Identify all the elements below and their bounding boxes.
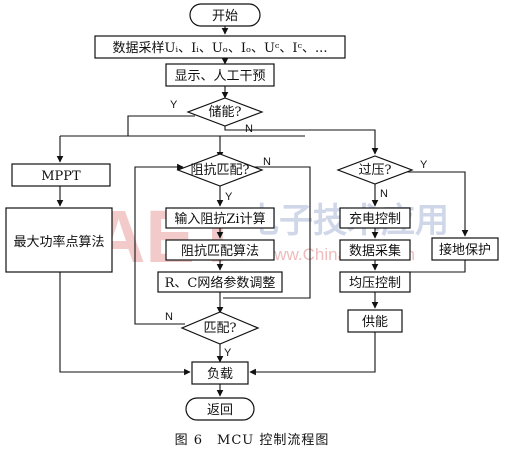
mppt-label: MPPT [41, 169, 81, 184]
node-max-power-algo: 最大功率点算法 [5, 207, 113, 273]
impedance-decision-label: 阻抗匹配? [191, 163, 250, 178]
node-display: 显示、人工干预 [165, 63, 275, 87]
node-load: 负载 [191, 361, 249, 385]
match-decision-label: 匹配? [204, 321, 237, 336]
node-match-decision: 匹配? [180, 311, 260, 345]
match-yes-label: Y [224, 347, 232, 359]
impedance-yes-label: Y [225, 191, 233, 203]
node-balance-control: 均压控制 [339, 271, 411, 293]
overvoltage-no-label: N [380, 188, 388, 200]
node-data-collect: 数据采集 [339, 239, 411, 261]
data-collect-label: 数据采集 [349, 243, 401, 259]
node-storage-decision: 储能? [186, 97, 264, 127]
matching-algo-label: 阻抗匹配算法 [181, 244, 259, 259]
rc-adjust-label: R、C网络参数调整 [165, 275, 276, 291]
node-rc-adjust: R、C网络参数调整 [157, 271, 283, 293]
storage-decision-label: 储能? [209, 105, 242, 120]
node-start: 开始 [189, 3, 261, 27]
start-label: 开始 [212, 9, 238, 24]
input-impedance-label: 输入阻抗Zi计算 [174, 211, 265, 227]
power-supply-label: 供能 [362, 315, 388, 330]
node-mppt: MPPT [11, 163, 111, 187]
overvoltage-decision-label: 过压? [359, 163, 392, 178]
display-label: 显示、人工干预 [174, 69, 265, 84]
node-power-supply: 供能 [347, 309, 403, 333]
node-overvoltage-decision: 过压? [336, 155, 414, 185]
load-label: 负载 [207, 367, 233, 382]
connectors [56, 26, 469, 397]
sampling-label: 数据采样Uᵢ、Iᵢ、Uₒ、Iₒ、Uᶜ、Iᶜ、... [113, 41, 328, 56]
max-power-algo-label: 最大功率点算法 [13, 234, 104, 250]
node-charge-control: 充电控制 [339, 207, 411, 229]
match-no-label: N [165, 311, 173, 323]
charge-control-label: 充电控制 [349, 211, 401, 227]
ground-protect-label: 接地保护 [439, 242, 491, 258]
overvoltage-yes-label: Y [420, 159, 428, 171]
balance-control-label: 均压控制 [349, 276, 401, 291]
node-impedance-decision: 阻抗匹配? [176, 153, 264, 187]
return-label: 返回 [207, 403, 233, 418]
storage-yes-label: Y [170, 99, 178, 111]
storage-no-label: N [245, 123, 253, 135]
node-matching-algo: 阻抗匹配算法 [165, 239, 275, 261]
figure-caption: 图 6 MCU 控制流程图 [175, 433, 330, 448]
node-return: 返回 [185, 397, 255, 421]
node-ground-protect: 接地保护 [431, 237, 499, 261]
node-sampling: 数据采样Uᵢ、Iᵢ、Uₒ、Iₒ、Uᶜ、Iᶜ、... [94, 35, 346, 59]
node-input-impedance: 输入阻抗Zi计算 [165, 207, 275, 229]
impedance-no-label: N [263, 156, 271, 168]
